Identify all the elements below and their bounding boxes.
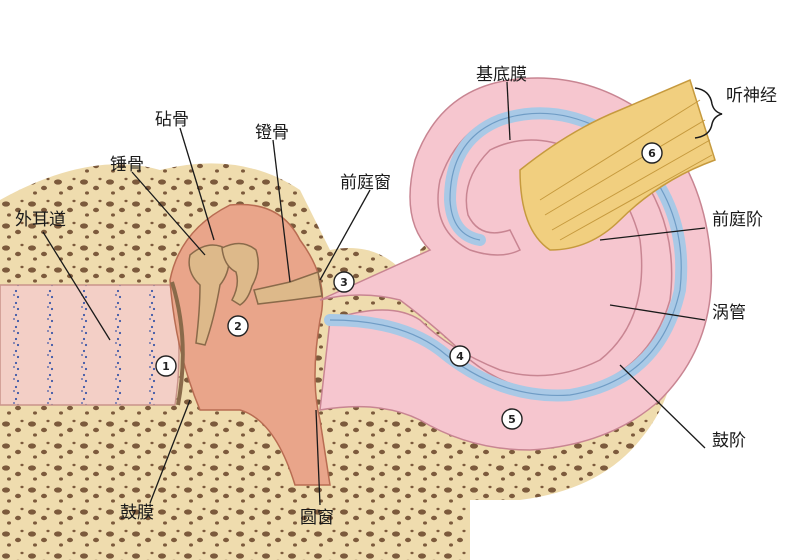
marker-5-text: 5: [508, 413, 516, 426]
auditory-nerve-shape: [519, 78, 716, 251]
marker-3: 3: [333, 271, 355, 293]
lower-bone: [0, 400, 470, 560]
marker-4-text: 4: [456, 350, 464, 363]
label-cochlear-duct: 涡管: [712, 303, 746, 323]
marker-4: 4: [449, 345, 471, 367]
marker-6: 6: [641, 142, 663, 164]
incus-shape: [221, 242, 259, 306]
label-eardrum: 鼓膜: [120, 503, 154, 523]
auditory-nerve-brace: [694, 87, 723, 139]
marker-6-text: 6: [648, 147, 656, 160]
label-auditory-nerve: 听神经: [726, 86, 777, 106]
label-scala-tympani: 鼓阶: [712, 431, 746, 451]
label-malleus: 锤骨: [110, 155, 144, 175]
label-oval-window: 前庭窗: [340, 173, 391, 193]
marker-2: 2: [227, 315, 249, 337]
marker-3-text: 3: [340, 276, 348, 289]
label-ear-canal: 外耳道: [15, 210, 66, 230]
marker-1: 1: [155, 355, 177, 377]
label-basilar-membrane: 基底膜: [476, 65, 527, 85]
label-stapes: 镫骨: [255, 123, 289, 143]
label-scala-vestibuli: 前庭阶: [712, 210, 763, 230]
ear-canal-shape: [0, 284, 180, 406]
label-round-window: 圆窗: [300, 508, 334, 528]
marker-2-text: 2: [234, 320, 242, 333]
eardrum-shape: [170, 281, 185, 406]
label-incus: 砧骨: [155, 110, 189, 130]
marker-1-text: 1: [162, 360, 170, 373]
leader-lines: [42, 81, 706, 506]
marker-5: 5: [501, 408, 523, 430]
